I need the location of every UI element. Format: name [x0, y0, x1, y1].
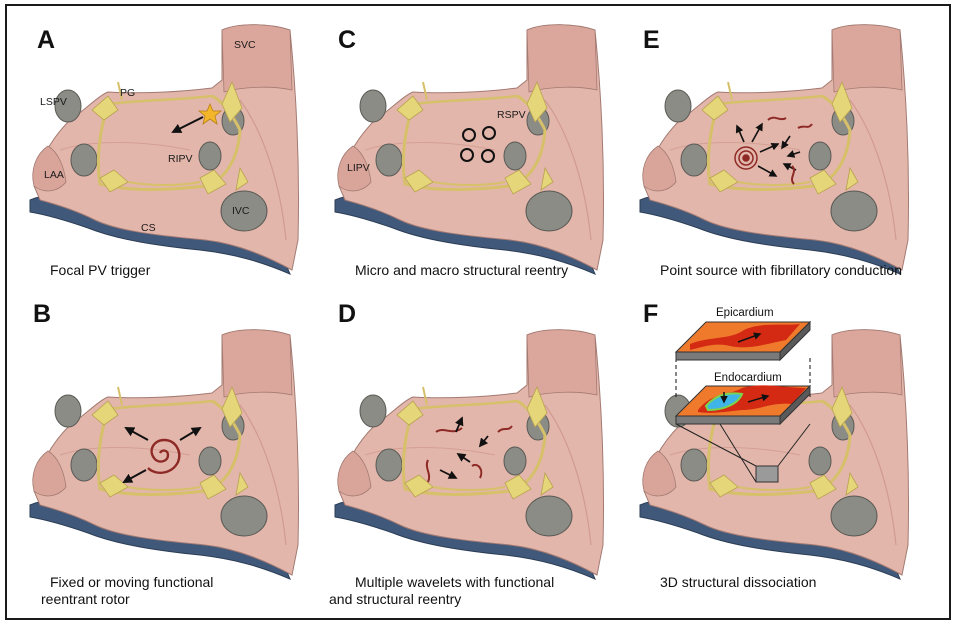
panel-f-heart: [640, 330, 909, 579]
panel-c-letter: C: [338, 28, 356, 53]
label-lipv: LIPV: [347, 163, 370, 174]
panel-d-heart: [335, 330, 604, 579]
panel-b-caption: Fixed or moving functional reentrant rot…: [50, 574, 213, 608]
panel-f-epicardium-slab: [676, 322, 810, 360]
panel-d-letter: D: [338, 302, 356, 327]
panel-b-heart: [30, 330, 299, 579]
panel-d-caption: Multiple wavelets with functional and st…: [355, 574, 554, 608]
label-ripv: RIPV: [168, 154, 193, 165]
label-svc: SVC: [234, 40, 256, 51]
panel-f-letter: F: [643, 302, 658, 327]
label-laa: LAA: [44, 170, 64, 181]
panel-a-caption: Focal PV trigger: [50, 262, 150, 279]
panel-b-letter: B: [33, 302, 51, 327]
panel-a-heart: [30, 25, 299, 274]
label-pg: PG: [120, 88, 135, 99]
panel-e-point-source: [735, 147, 757, 169]
panel-a-letter: A: [37, 28, 55, 53]
label-epicardium: Epicardium: [716, 308, 774, 320]
label-rspv: RSPV: [497, 110, 526, 121]
panel-f-sample-box: [756, 466, 778, 482]
label-cs: CS: [141, 223, 156, 234]
panel-c-caption: Micro and macro structural reentry: [355, 262, 568, 279]
panel-f-caption: 3D structural dissociation: [660, 574, 816, 591]
label-lspv: LSPV: [40, 97, 67, 108]
panel-e-letter: E: [643, 28, 660, 53]
panel-e-caption: Point source with fibrillatory conductio…: [660, 262, 902, 279]
panel-e-heart: [640, 25, 909, 274]
label-endocardium: Endocardium: [714, 373, 782, 385]
label-ivc: IVC: [232, 206, 250, 217]
